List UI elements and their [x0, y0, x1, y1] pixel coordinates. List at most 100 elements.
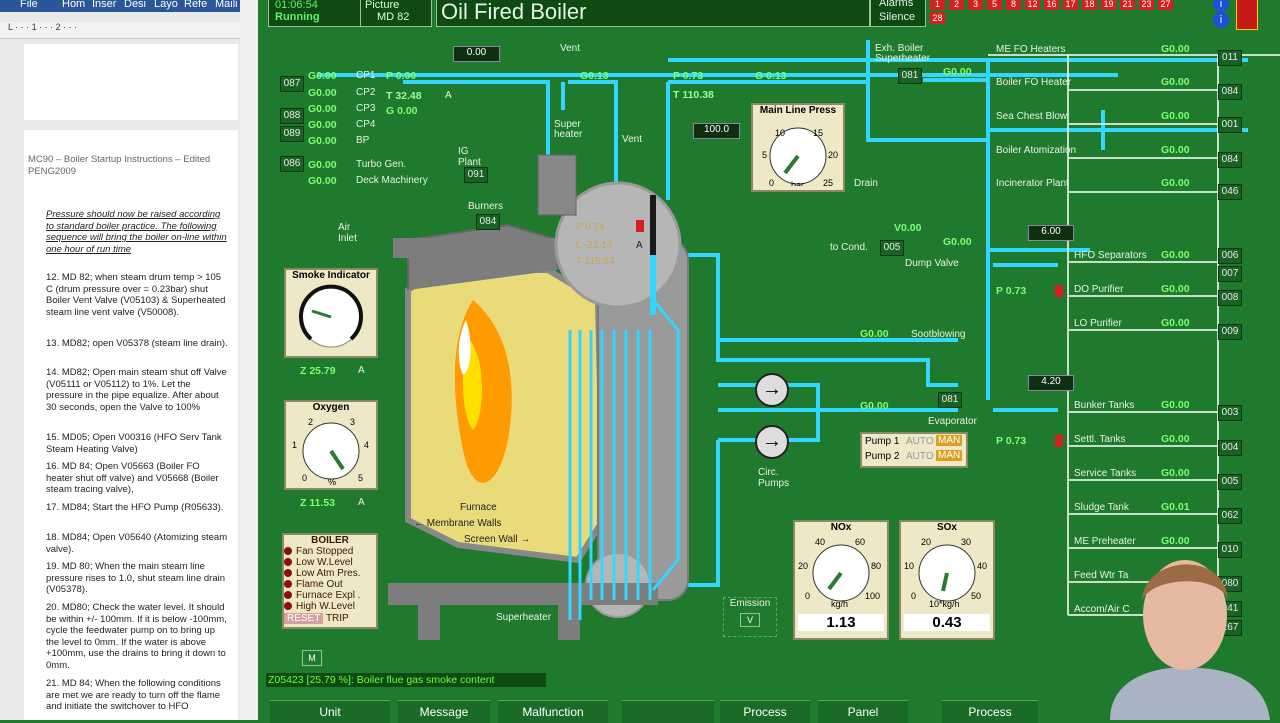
alarm-number[interactable]: 19: [1101, 0, 1116, 10]
id-box[interactable]: 084: [476, 214, 500, 230]
id-box[interactable]: 005: [880, 240, 904, 256]
pump-man-button[interactable]: MAN: [936, 450, 963, 461]
info-icon[interactable]: i: [1213, 0, 1229, 12]
id-box[interactable]: 081: [938, 392, 962, 408]
id-box[interactable]: 007: [1218, 266, 1242, 282]
valve-setpoint[interactable]: 0.00: [453, 46, 500, 62]
alarm-number[interactable]: 28: [930, 12, 945, 24]
id-box[interactable]: 004: [1218, 440, 1242, 456]
id-box[interactable]: 010: [1218, 542, 1242, 558]
tab-unit[interactable]: Unit: [270, 700, 390, 723]
alarm-number[interactable]: 3: [968, 0, 983, 10]
alarm-number[interactable]: 12: [1025, 0, 1040, 10]
tab-malfunction[interactable]: Malfunction: [498, 700, 608, 723]
id-box[interactable]: 062: [1218, 508, 1242, 524]
alarm-number[interactable]: 17: [1063, 0, 1078, 10]
emission-v-button[interactable]: V: [740, 613, 760, 627]
gauge-title: Oxygen: [312, 402, 350, 413]
alarm-number[interactable]: 21: [1120, 0, 1135, 10]
separator-valve-setpoint[interactable]: 6.00: [1028, 225, 1074, 241]
id-box[interactable]: 084: [1218, 84, 1242, 100]
membrane-walls-label: ← Membrane Walls: [414, 518, 502, 529]
ribbon-insert[interactable]: Inser: [92, 0, 117, 10]
ribbon-file[interactable]: File: [20, 0, 38, 10]
gauge-dial: 0 5 10 15 20 25 bar: [762, 127, 838, 190]
id-box[interactable]: 089: [280, 126, 304, 142]
consumer-label: LO Purifier: [1074, 318, 1122, 329]
ribbon-home[interactable]: Hom: [62, 0, 86, 10]
doc-step: 12. MD 82; when steam drum temp > 105 C …: [46, 272, 226, 318]
pump-auto-button[interactable]: AUTO: [906, 436, 934, 447]
nox-gauge: NOx 0 20 40 60 80 100 kg/h 1.13: [793, 520, 889, 640]
silence-label[interactable]: Silence: [879, 11, 916, 23]
gauge-tick: 30: [961, 537, 971, 547]
id-box[interactable]: 087: [280, 76, 304, 92]
id-box[interactable]: 091: [464, 167, 488, 183]
consumer-value: G0.00: [308, 103, 337, 115]
flag-icon: [1236, 0, 1258, 30]
pump-auto-button[interactable]: AUTO: [906, 451, 934, 462]
id-box[interactable]: 001: [1218, 117, 1242, 133]
id-box[interactable]: 081: [898, 68, 922, 84]
alarm-list[interactable]: 1 2 3 5 8 12 16 17 18 19 21 23 27 28: [930, 0, 1220, 26]
tab-process-2[interactable]: Process: [942, 700, 1038, 723]
consumer-value: G0.00: [308, 70, 337, 82]
id-box[interactable]: 088: [280, 108, 304, 124]
alarm-number[interactable]: 5: [987, 0, 1002, 10]
id-box[interactable]: 046: [1218, 184, 1242, 200]
trip-item-label: Furnace Expl .: [296, 590, 361, 601]
reset-button[interactable]: RESET: [284, 613, 324, 624]
circ-pump-2-icon[interactable]: →: [755, 425, 789, 459]
consumer-value: G0.01: [1161, 501, 1190, 513]
id-box[interactable]: 009: [1218, 324, 1242, 340]
doc-step: 21. MD 84; When the following conditions…: [46, 678, 221, 712]
auto-flag: A: [636, 240, 643, 251]
m-button[interactable]: M: [302, 650, 322, 666]
gauge-title: Main Line Press: [759, 105, 837, 116]
screen-wall-label: Screen Wall →: [464, 534, 531, 545]
tanks-valve-setpoint[interactable]: 4.20: [1028, 375, 1074, 391]
tab-panel[interactable]: Panel: [818, 700, 908, 723]
id-box[interactable]: 006: [1218, 248, 1242, 264]
id-box[interactable]: 084: [1218, 152, 1242, 168]
info-icon[interactable]: i: [1213, 12, 1229, 28]
alarm-number[interactable]: 8: [1006, 0, 1021, 10]
word-document-pane: File Hom Inser Desi Layo Refe Maili L · …: [0, 0, 258, 720]
ribbon-design[interactable]: Desi: [124, 0, 147, 10]
doc-step: 19. MD 80; When the main steam line pres…: [46, 561, 226, 595]
main-valve-setpoint[interactable]: 100.0: [693, 123, 740, 139]
id-box[interactable]: 008: [1218, 290, 1242, 306]
circ-pump-1-icon[interactable]: →: [755, 373, 789, 407]
tab-blank[interactable]: [622, 700, 714, 723]
alarm-number[interactable]: 18: [1082, 0, 1097, 10]
drain-label: Drain: [854, 178, 878, 189]
id-box[interactable]: 005: [1218, 474, 1242, 490]
alarm-number[interactable]: 27: [1158, 0, 1173, 10]
doc-step: 16. MD 84; Open V05663 (Boiler FO heater…: [46, 461, 219, 495]
pump-man-button[interactable]: MAN: [936, 435, 963, 446]
id-box[interactable]: 003: [1218, 405, 1242, 421]
tab-message[interactable]: Message: [398, 700, 490, 723]
consumer-label: CP2: [356, 87, 376, 98]
id-box[interactable]: 086: [280, 156, 304, 172]
trip-item: Furnace Expl .: [284, 590, 376, 601]
alarm-number[interactable]: 16: [1044, 0, 1059, 10]
id-box[interactable]: 011: [1218, 50, 1242, 66]
doc-intro: Pressure should now be raised according …: [46, 209, 227, 255]
ribbon-references[interactable]: Refe: [184, 0, 208, 10]
alarm-number[interactable]: 2: [949, 0, 964, 10]
ribbon-mailings[interactable]: Maili: [215, 0, 238, 10]
doc-scrollbar[interactable]: [240, 0, 258, 720]
gauge-tick: 40: [815, 537, 825, 547]
ribbon-layout[interactable]: Layo: [154, 0, 178, 10]
gauge-tick: 1: [292, 440, 297, 450]
tab-process[interactable]: Process: [720, 700, 810, 723]
alarm-number[interactable]: 1: [930, 0, 945, 10]
alarm-number[interactable]: 23: [1139, 0, 1154, 10]
gauge-unit: 10*kg/h: [929, 599, 960, 609]
alarm-indicator: [1055, 285, 1063, 297]
gauge-tick: 0: [805, 591, 810, 601]
consumer-label: Boiler FO Heater: [996, 77, 1072, 88]
picture-display[interactable]: Picture MD 82: [360, 0, 432, 27]
time-readout: 01:06:54: [275, 0, 318, 11]
